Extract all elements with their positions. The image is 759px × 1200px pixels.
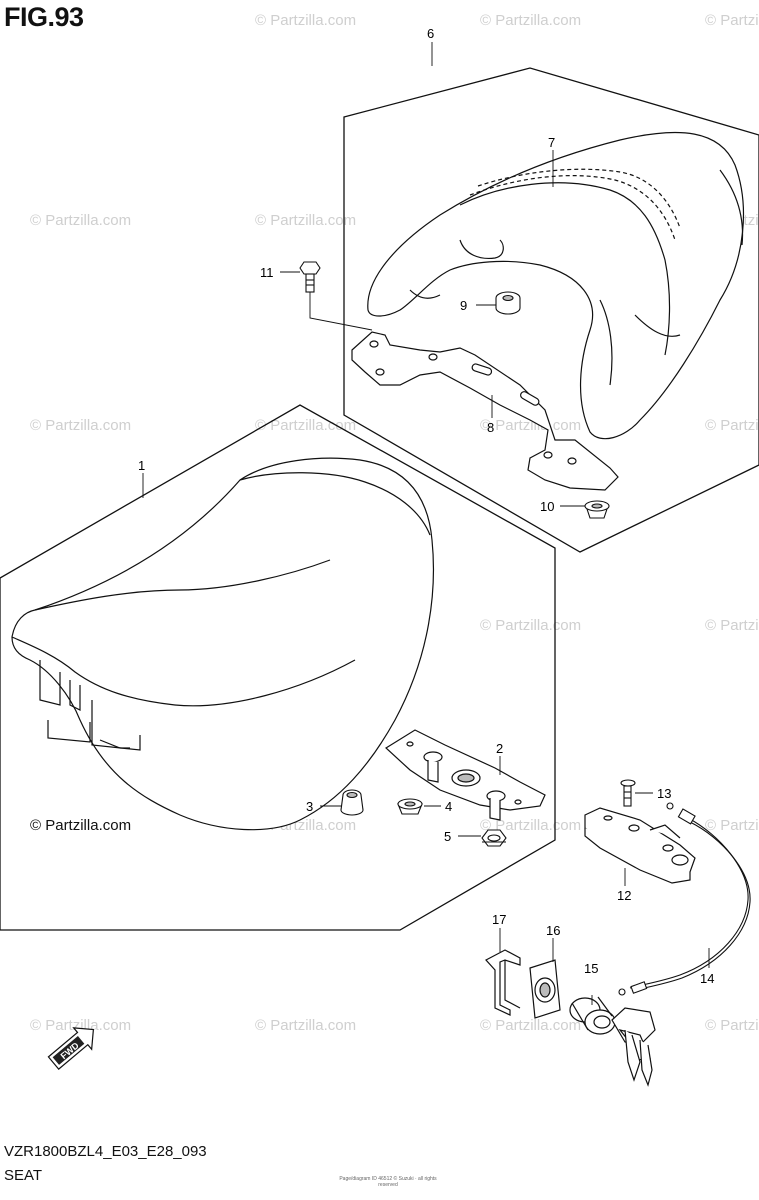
cable-illustration — [618, 802, 751, 996]
callout-11: 11 — [260, 265, 274, 280]
callout-13: 13 — [657, 786, 671, 801]
watermark: © Partzilla.com — [705, 617, 759, 634]
figure-title: FIG.93 — [4, 2, 84, 32]
callout-3: 3 — [306, 799, 313, 814]
callout-15: 15 — [584, 961, 598, 976]
leader-lines — [142, 42, 710, 1005]
cushion-illustration — [397, 798, 423, 815]
watermark: © Partzilla.com — [480, 12, 581, 29]
callout-10: 10 — [540, 499, 554, 514]
cushion-illustration — [584, 500, 610, 519]
watermark: © Partzilla.com — [480, 617, 581, 634]
watermark: © Partzilla.com — [705, 12, 759, 29]
watermark: © Partzilla.com — [705, 417, 759, 434]
fine-print: Page/diagram ID 46512 © Suzuki · all rig… — [339, 1176, 437, 1188]
callout-labels: 6 7 11 9 8 10 1 2 3 4 5 13 12 14 15 16 1… — [138, 26, 714, 986]
clip-illustration — [485, 949, 521, 1016]
watermark: © Partzilla.com — [480, 1017, 581, 1034]
callout-9: 9 — [460, 298, 467, 313]
pillion-seat-illustration — [367, 131, 745, 440]
pillion-seat-box — [343, 67, 759, 553]
watermark: © Partzilla.com — [30, 417, 131, 434]
nut-illustration — [481, 829, 507, 847]
callout-6: 6 — [427, 26, 434, 41]
callout-16: 16 — [546, 923, 560, 938]
watermark: © Partzilla.com — [30, 1017, 131, 1034]
seat-lock-illustration — [584, 807, 696, 884]
watermark: © Partzilla.com — [255, 212, 356, 229]
callout-14: 14 — [700, 971, 714, 986]
seat-plate-illustration — [385, 729, 546, 821]
watermark: © Partzilla.com — [255, 417, 356, 434]
lock-set-illustration — [569, 996, 656, 1087]
watermark: © Partzilla.com — [480, 817, 581, 834]
watermark: © Partzilla.com — [255, 12, 356, 29]
plate-illustration — [529, 959, 561, 1019]
main-seat-illustration — [11, 457, 435, 831]
main-seat-box — [0, 404, 556, 931]
callout-1: 1 — [138, 458, 145, 473]
callout-12: 12 — [617, 888, 631, 903]
copyright-notice: © Partzilla.com — [30, 817, 131, 834]
watermark: © Partzilla.com — [255, 1017, 356, 1034]
callout-4: 4 — [445, 799, 452, 814]
watermark: © Partzilla.com — [705, 1017, 759, 1034]
callout-17: 17 — [492, 912, 506, 927]
watermark: © Partzilla.com — [30, 212, 131, 229]
callout-2: 2 — [496, 741, 503, 756]
callout-7: 7 — [548, 135, 555, 150]
callout-5: 5 — [444, 829, 451, 844]
cushion-illustration — [340, 789, 364, 816]
cushion-illustration — [495, 291, 521, 315]
watermark: © Partzilla.com — [705, 817, 759, 834]
model-code: VZR1800BZL4_E03_E28_093 — [4, 1143, 207, 1160]
page-caption: SEAT — [4, 1167, 43, 1184]
pillion-bracket-illustration — [351, 331, 619, 491]
watermark: © Partzilla.com — [480, 417, 581, 434]
callout-8: 8 — [487, 420, 494, 435]
screw-illustration — [620, 779, 636, 807]
bolt-illustration — [299, 261, 373, 331]
